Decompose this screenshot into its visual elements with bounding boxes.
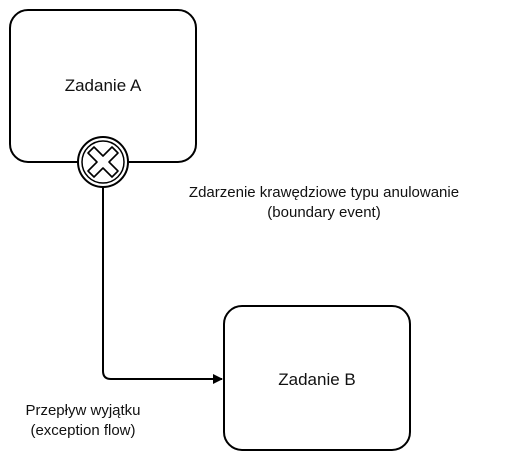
exception-flow-annotation-line1: Przepływ wyjątku <box>25 402 141 419</box>
task-b-label: Zadanie B <box>278 370 356 389</box>
task-a-label: Zadanie A <box>64 76 142 95</box>
boundary-event-annotation-line2: (boundary event) <box>267 204 381 221</box>
boundary-event-cancel[interactable] <box>77 136 129 188</box>
exception-flow-arrow[interactable] <box>102 187 223 384</box>
task-b-box[interactable] <box>223 305 411 451</box>
cancel-x-icon <box>87 146 119 178</box>
boundary-event-annotation-line1: Zdarzenie krawędziowe typu anulowanie <box>188 184 460 201</box>
exception-flow-annotation: Przepływ wyjątku (exception flow) <box>8 401 158 441</box>
boundary-event-annotation: Zdarzenie krawędziowe typu anulowanie (b… <box>148 183 500 223</box>
exception-flow-annotation-line2: (exception flow) <box>30 422 136 439</box>
